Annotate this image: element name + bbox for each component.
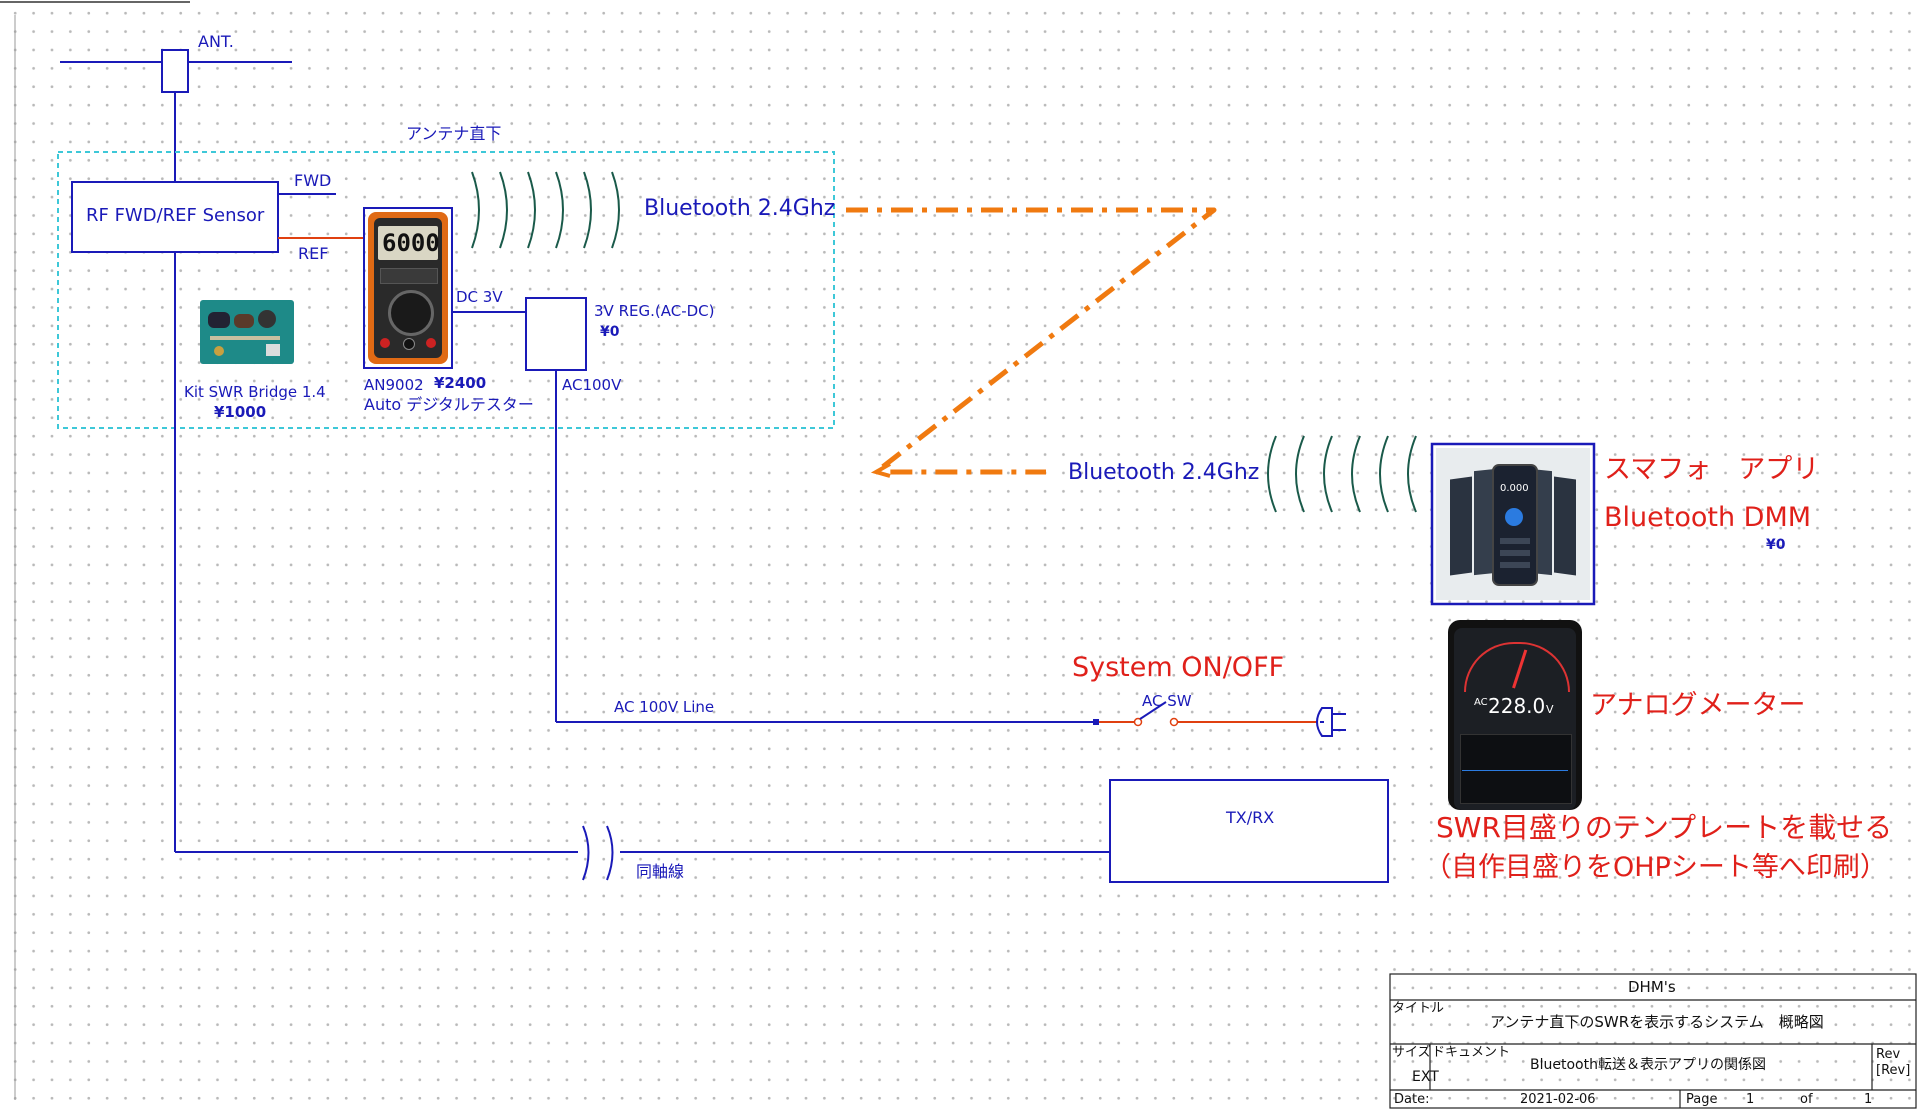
ac-line-node bbox=[1093, 719, 1099, 725]
system-onoff-label: System ON/OFF bbox=[1072, 652, 1285, 683]
regulator-box bbox=[525, 297, 587, 371]
bluetooth-waves-receive-icon bbox=[1267, 435, 1417, 513]
antenna-top-box bbox=[57, 151, 835, 429]
title-block-rev: [Rev] bbox=[1876, 1063, 1911, 1078]
rf-sensor-box bbox=[71, 181, 279, 253]
bluetooth-waves-transmit-icon bbox=[471, 171, 620, 249]
title-block-of-label: of bbox=[1800, 1092, 1813, 1107]
txrx-label: TX/RX bbox=[1226, 808, 1275, 827]
title-block-rev-label: Rev bbox=[1876, 1047, 1901, 1062]
coax-break-right bbox=[606, 825, 614, 881]
analog-meter-phone-image: AC 228.0 V bbox=[1448, 620, 1582, 810]
bluetooth-link-path bbox=[846, 207, 1217, 475]
smartphone-app-image: 0.000 bbox=[1436, 448, 1590, 600]
ac-sw-label: AC SW bbox=[1142, 692, 1192, 710]
kit-name-label: Kit SWR Bridge 1.4 bbox=[184, 383, 326, 401]
digital-multimeter-image: 6000 bbox=[368, 212, 448, 364]
dmm-price-label: ¥2400 bbox=[434, 374, 487, 392]
coax-label: 同軸線 bbox=[636, 862, 685, 881]
title-block-title: アンテナ直下のSWRを表示するシステム 概略図 bbox=[1490, 1013, 1824, 1031]
title-block-page-label: Page bbox=[1686, 1092, 1718, 1107]
title-block-date-label: Date: bbox=[1394, 1092, 1430, 1107]
title-block bbox=[1389, 973, 1917, 1109]
dmm-display-value: 6000 bbox=[382, 229, 440, 257]
analog-meter-unit: V bbox=[1546, 703, 1554, 716]
bluetooth-link-arrowhead bbox=[870, 462, 891, 478]
title-block-of: 1 bbox=[1864, 1092, 1873, 1107]
title-block-size-label: サイズ bbox=[1392, 1045, 1431, 1060]
template-note-line1: SWR目盛りのテンプレートを載せる bbox=[1436, 811, 1893, 844]
rf-sensor-label: RF FWD/REF Sensor bbox=[86, 205, 265, 226]
kit-price-label: ¥1000 bbox=[214, 403, 267, 421]
switch-contact-left bbox=[1133, 717, 1143, 727]
switch-contact-right bbox=[1169, 717, 1179, 727]
title-block-document: Bluetooth転送＆表示アプリの関係図 bbox=[1530, 1057, 1766, 1073]
phone-app-frame bbox=[1430, 442, 1596, 606]
antenna-connector bbox=[161, 49, 189, 93]
bluetooth-label-receive: Bluetooth 2.4Ghz bbox=[1068, 460, 1260, 485]
title-block-title-label: タイトル bbox=[1392, 1001, 1445, 1016]
coax-break-left bbox=[582, 825, 590, 881]
analog-meter-reading: 228.0 bbox=[1488, 694, 1546, 718]
fwd-label: FWD bbox=[294, 171, 332, 190]
phone-reading: 0.000 bbox=[1500, 483, 1529, 494]
dmm-frame bbox=[363, 207, 453, 369]
switch-lever bbox=[1139, 701, 1167, 720]
ant-label: ANT. bbox=[198, 32, 234, 51]
bt-dmm-label: Bluetooth DMM bbox=[1604, 502, 1812, 533]
title-block-size: EXT bbox=[1412, 1069, 1439, 1085]
power-plug-icon bbox=[1316, 707, 1346, 737]
regulator-price: ¥0 bbox=[600, 324, 620, 340]
bluetooth-label-transmit: Bluetooth 2.4Ghz bbox=[644, 196, 836, 221]
analog-meter-label: アナログメーター bbox=[1590, 690, 1806, 721]
title-block-page: 1 bbox=[1746, 1092, 1755, 1107]
smartphone-app-label: スマフォ アプリ bbox=[1604, 454, 1820, 485]
title-block-doc-label: ドキュメント bbox=[1432, 1045, 1511, 1060]
title-block-date: 2021-02-06 bbox=[1520, 1092, 1596, 1107]
swr-bridge-kit-image bbox=[200, 300, 294, 364]
antenna-top-label: アンテナ直下 bbox=[406, 124, 502, 143]
dmm-desc-label: Auto デジタルテスター bbox=[364, 395, 534, 414]
app-price-label: ¥0 bbox=[1766, 537, 1786, 553]
ac-line-label: AC 100V Line bbox=[614, 698, 715, 716]
ref-label: REF bbox=[298, 244, 329, 263]
dmm-model-label: AN9002 bbox=[364, 376, 424, 394]
regulator-label: 3V REG.(AC-DC) bbox=[594, 302, 715, 320]
dc3v-label: DC 3V bbox=[456, 288, 503, 306]
txrx-box bbox=[1109, 779, 1389, 883]
title-block-company: DHM's bbox=[1628, 978, 1676, 996]
analog-meter-prefix: AC bbox=[1474, 697, 1488, 708]
ac100v-label: AC100V bbox=[562, 376, 622, 394]
template-note-line2: （自作目盛りをOHPシート等へ印刷） bbox=[1424, 852, 1887, 883]
